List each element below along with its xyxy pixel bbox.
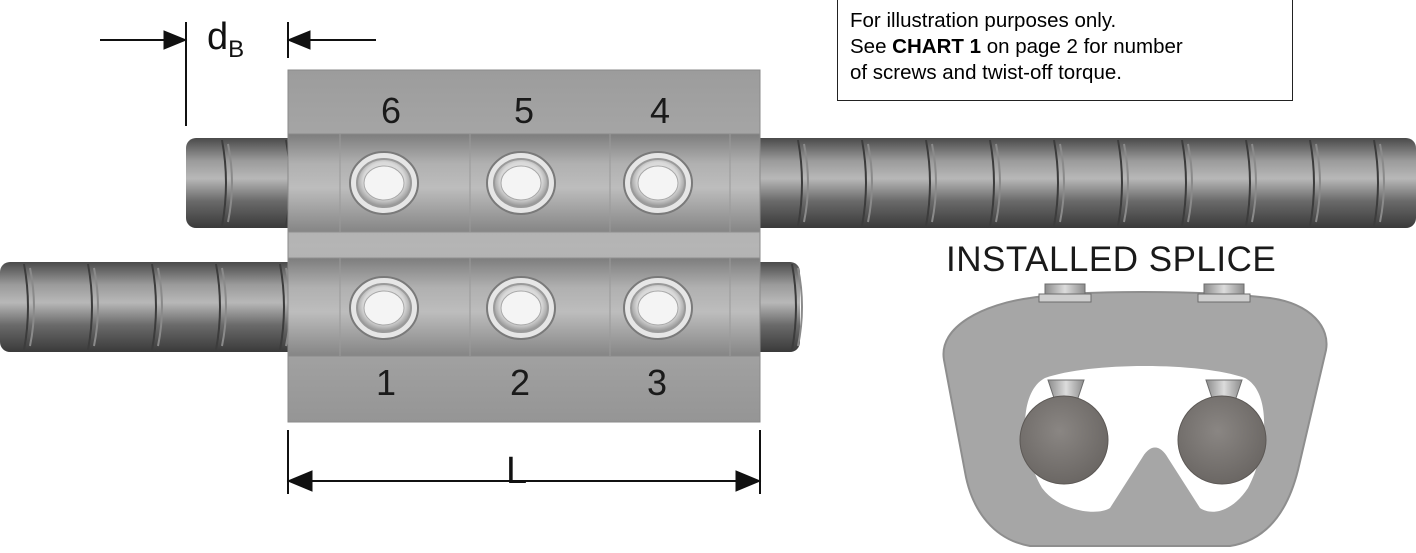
screw-heads [349, 151, 693, 340]
rebar-rib [23, 263, 29, 351]
screw-head-center [363, 165, 405, 201]
rebar-rib [1181, 139, 1187, 227]
screw-number-5: 5 [513, 90, 535, 131]
rebar-rib-highlight [1251, 143, 1257, 223]
installed-splice-title: INSTALLED SPLICE [946, 240, 1277, 279]
screw-number-1: 1 [375, 362, 397, 403]
rebar-rib [221, 139, 227, 227]
rebar-rib [151, 263, 157, 351]
rebar-rib-highlight [1187, 143, 1193, 223]
rebar-rib-highlight [797, 267, 803, 347]
length-dimension [286, 430, 762, 494]
rebar-rib [1117, 139, 1123, 227]
rebar-rib [925, 139, 931, 227]
screw-head-center [500, 290, 542, 326]
note-line-2-prefix: See [850, 35, 893, 58]
rebar-rib-highlight [867, 143, 873, 223]
screw-head-center [637, 165, 679, 201]
rebar-rib-highlight [1379, 143, 1385, 223]
bar-diameter-symbol: d [207, 16, 229, 58]
screw-head-center [363, 290, 405, 326]
rebar-rib-highlight [1315, 143, 1321, 223]
rebar-rib-highlight [227, 143, 233, 223]
rebar-rib-highlight [1059, 143, 1065, 223]
rebar-rib [1053, 139, 1059, 227]
rebar-rib [797, 139, 803, 227]
rebar-rib [1373, 139, 1379, 227]
note-line-2-suffix: on page 2 for number [981, 35, 1183, 58]
screw-number-4: 4 [649, 90, 671, 131]
bar-diameter-label: dB [207, 16, 244, 64]
rebar-rib-highlight [803, 143, 809, 223]
rebar-rib-highlight [93, 267, 99, 347]
note-line-2: See CHART 1 on page 2 for number [850, 34, 1292, 60]
rebar-rib [87, 263, 93, 351]
rebar-rib-highlight [221, 267, 227, 347]
note-line-3: of screws and twist-off torque. [850, 61, 1122, 84]
rebar-rib-highlight [29, 267, 35, 347]
installed-splice-section [942, 283, 1328, 547]
rebar-rib [1309, 139, 1315, 227]
rebar-rib-highlight [931, 143, 937, 223]
chart-reference: CHART 1 [892, 35, 982, 58]
length-label: L [506, 450, 528, 492]
screw-head-center [500, 165, 542, 201]
rebar-rib [1245, 139, 1251, 227]
rebar-rib-highlight [1123, 143, 1129, 223]
screw-head-center [637, 290, 679, 326]
rebar-rib [215, 263, 221, 351]
rebar-rib-highlight [157, 267, 163, 347]
screw-number-6: 6 [380, 90, 402, 131]
screw-number-3: 3 [646, 362, 668, 403]
note-line-1: For illustration purposes only. [850, 9, 1117, 32]
db-dimension [100, 22, 376, 126]
rebar-rib-highlight [995, 143, 1001, 223]
illustration-note: For illustration purposes only. See CHAR… [837, 0, 1293, 101]
bar-diameter-subscript: B [228, 36, 245, 63]
rebar-rib [989, 139, 995, 227]
screw-number-2: 2 [509, 362, 531, 403]
rebar-rib [861, 139, 867, 227]
rebar-rib [791, 263, 797, 351]
rebar-rib [279, 263, 285, 351]
